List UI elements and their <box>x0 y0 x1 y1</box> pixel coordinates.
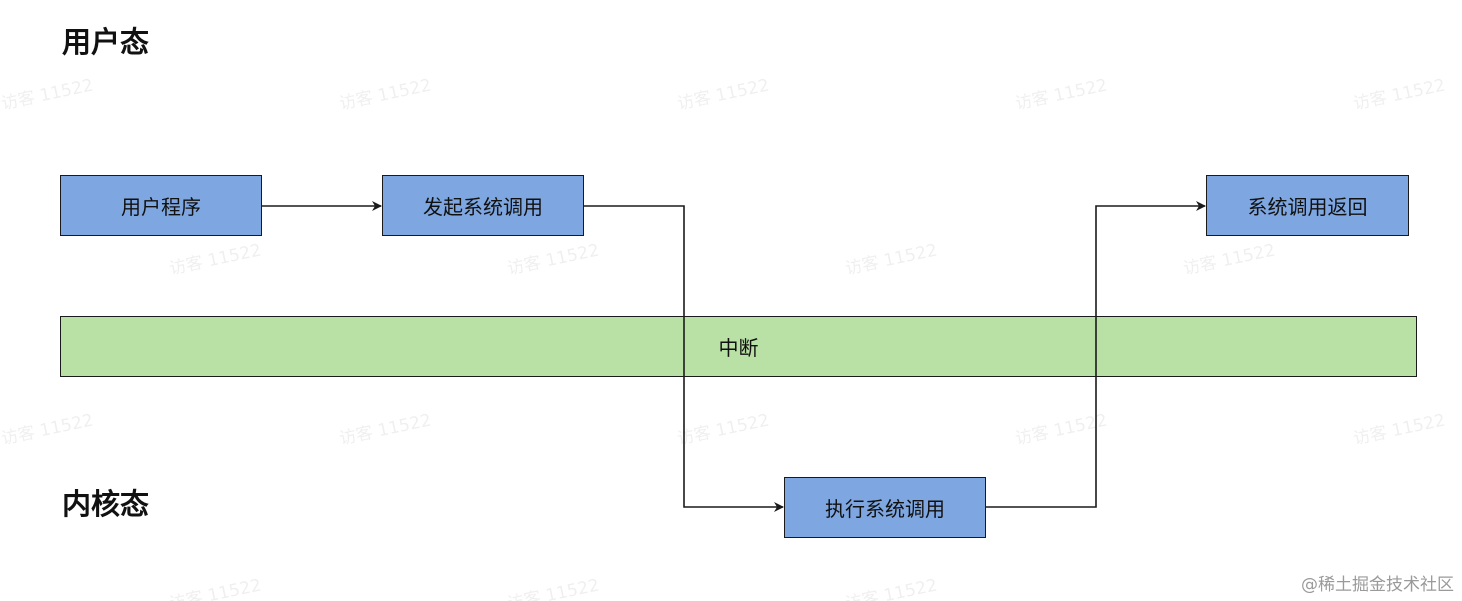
node-initiate-syscall-label: 发起系统调用 <box>423 195 543 219</box>
watermark: 访客 11522 <box>1181 240 1278 280</box>
credit-watermark: @稀土掘金技术社区 <box>1301 575 1454 595</box>
interrupt-bar: 中断 <box>60 316 1417 377</box>
watermark: 访客 11522 <box>843 240 940 280</box>
watermark: 访客 11522 <box>167 240 264 280</box>
watermark: 访客 11522 <box>1351 75 1448 115</box>
watermark: 访客 11522 <box>167 575 264 601</box>
node-execute-syscall-label: 执行系统调用 <box>825 497 945 521</box>
watermark: 访客 11522 <box>675 75 772 115</box>
node-user-program-label: 用户程序 <box>121 195 201 219</box>
watermark: 访客 11522 <box>0 410 96 450</box>
node-syscall-return: 系统调用返回 <box>1206 175 1409 236</box>
watermark: 访客 11522 <box>0 75 96 115</box>
node-execute-syscall: 执行系统调用 <box>784 477 986 538</box>
watermark: 访客 11522 <box>843 575 940 601</box>
interrupt-label: 中断 <box>718 336 759 360</box>
watermark: 访客 11522 <box>337 410 434 450</box>
watermark: 访客 11522 <box>1351 410 1448 450</box>
watermark: 访客 11522 <box>505 240 602 280</box>
watermark: 访客 11522 <box>1013 75 1110 115</box>
watermark: 访客 11522 <box>1013 410 1110 450</box>
watermark: 访客 11522 <box>337 75 434 115</box>
node-syscall-return-label: 系统调用返回 <box>1247 195 1368 219</box>
kernel-mode-title: 内核态 <box>62 487 150 521</box>
watermark: 访客 11522 <box>505 575 602 601</box>
node-user-program: 用户程序 <box>60 175 262 236</box>
user-mode-title: 用户态 <box>62 25 150 59</box>
watermark: 访客 11522 <box>675 410 772 450</box>
node-initiate-syscall: 发起系统调用 <box>382 175 584 236</box>
